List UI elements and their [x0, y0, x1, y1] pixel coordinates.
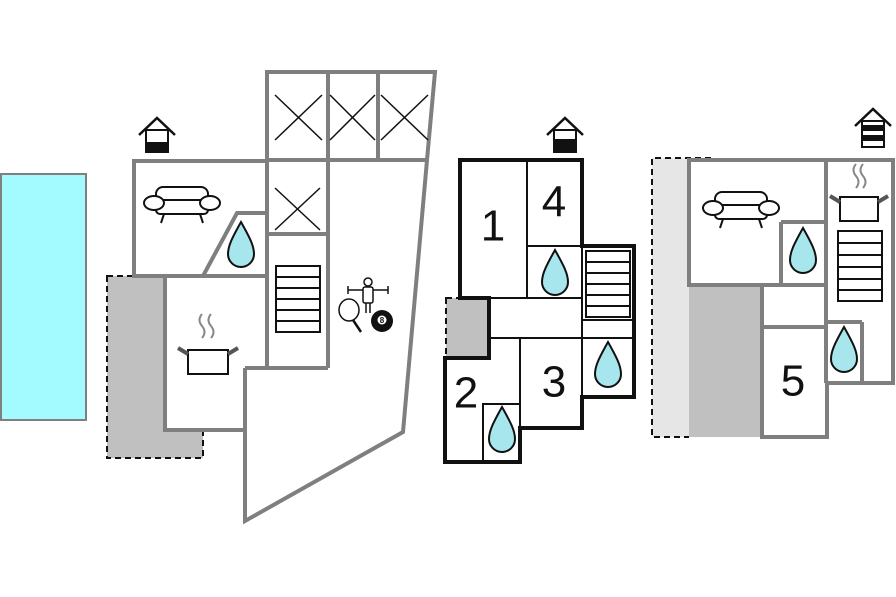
- sofa-icon: [143, 186, 221, 224]
- stairs-icon: [275, 265, 321, 333]
- cooking-pot-icon: [828, 163, 890, 222]
- billiard-ball-label: 8: [380, 316, 385, 325]
- water-drop-icon: [829, 324, 859, 373]
- balcony: [445, 297, 490, 359]
- water-drop-icon: [487, 404, 517, 453]
- floor-plan-second: 5: [651, 107, 895, 439]
- floor-plan-ground: 8: [106, 70, 438, 525]
- water-drop-icon: [593, 339, 623, 388]
- room-number-5: 5: [781, 357, 805, 406]
- sofa-icon: [702, 191, 780, 229]
- house-entrance-icon: [546, 116, 584, 153]
- house-entrance-icon: [854, 107, 892, 148]
- cooking-pot-icon: [176, 313, 240, 375]
- terrace: [689, 285, 762, 437]
- room-number-2: 2: [454, 369, 478, 418]
- room-number-1: 1: [481, 202, 505, 251]
- water-drop-icon: [540, 247, 570, 296]
- room-number-4: 4: [542, 178, 566, 227]
- stairs-icon: [585, 250, 631, 318]
- floor-plan-first: 1 4 3 2: [443, 116, 636, 464]
- table-tennis-foosball-billiard-icon: 8: [338, 277, 393, 333]
- house-entrance-icon: [138, 116, 176, 153]
- water-drop-icon: [788, 225, 818, 274]
- terrace: [652, 158, 689, 437]
- room-number-3: 3: [542, 358, 566, 407]
- water-drop-icon: [226, 219, 256, 268]
- swimming-pool: [0, 173, 87, 421]
- storage-cross-icon: [274, 187, 321, 231]
- storage-cross-icon: [274, 94, 429, 141]
- stairs-icon: [837, 230, 883, 302]
